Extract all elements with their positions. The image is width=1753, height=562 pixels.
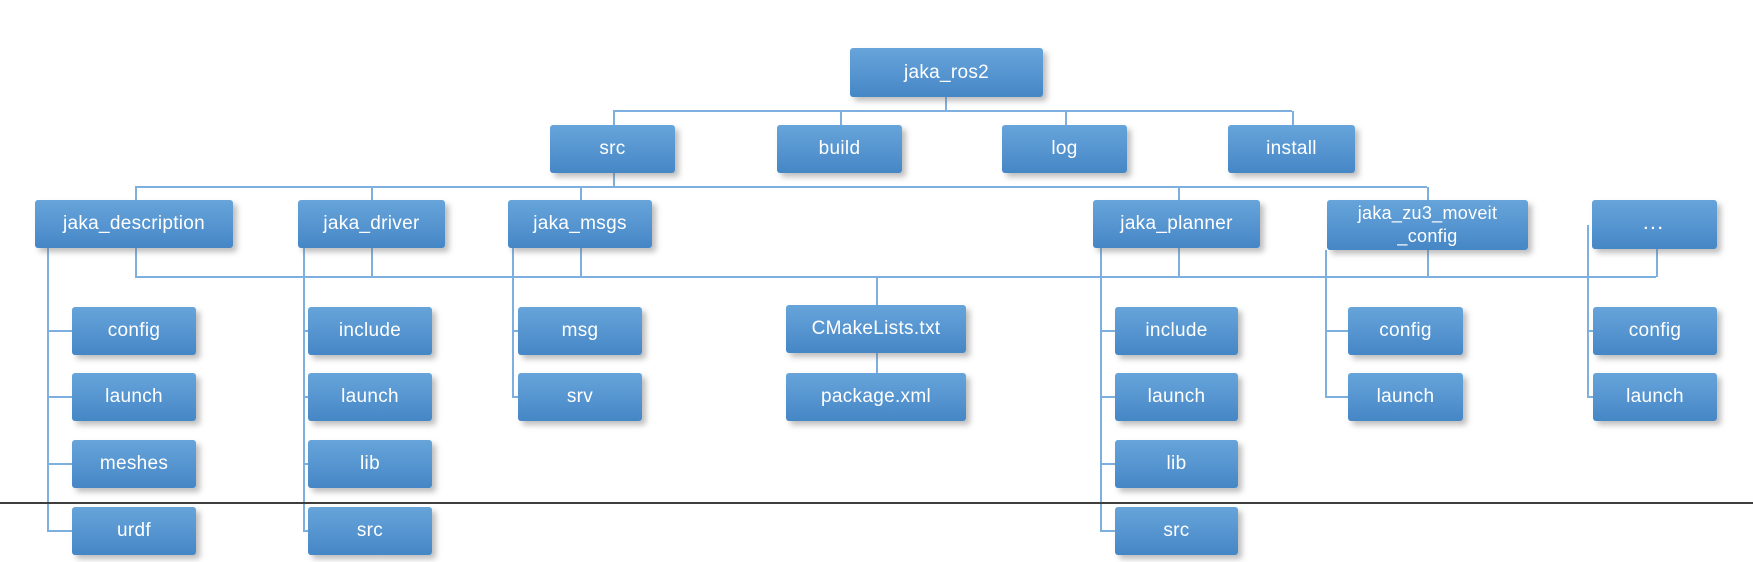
node-jaka-driver: jaka_driver — [298, 200, 445, 248]
connector — [1325, 250, 1327, 397]
node-cmakelists-txt: CMakeLists.txt — [786, 305, 966, 353]
node-msgs-srv: srv — [518, 373, 642, 421]
connector — [840, 111, 842, 125]
node-planner-include: include — [1115, 307, 1238, 355]
node-driver-launch: launch — [308, 373, 432, 421]
connector — [1587, 396, 1594, 398]
connector — [1587, 330, 1594, 332]
node-zu3-config: config — [1348, 307, 1463, 355]
connector — [580, 187, 582, 200]
connector — [613, 110, 1292, 112]
node-label-line: _config — [1397, 226, 1458, 246]
node-planner-launch: launch — [1115, 373, 1238, 421]
node-description-launch: launch — [72, 373, 196, 421]
connector — [303, 396, 309, 398]
connector — [1427, 250, 1429, 277]
connector — [1065, 111, 1067, 125]
connector — [135, 248, 137, 277]
connector — [135, 187, 137, 200]
connector — [303, 330, 309, 332]
connector — [303, 463, 309, 465]
connector — [47, 396, 72, 398]
connector — [580, 248, 582, 277]
node-description-meshes: meshes — [72, 440, 196, 488]
connector — [613, 173, 615, 187]
connector — [1100, 530, 1116, 532]
connector — [1325, 396, 1349, 398]
connector — [303, 248, 305, 531]
node-jaka-msgs: jaka_msgs — [508, 200, 652, 248]
connector — [47, 463, 72, 465]
node-description-urdf: urdf — [72, 507, 196, 555]
node-package-xml: package.xml — [786, 373, 966, 421]
connector — [1427, 187, 1429, 200]
connector — [876, 277, 878, 305]
node-driver-include: include — [308, 307, 432, 355]
node-zu3-launch: launch — [1348, 373, 1463, 421]
connector — [371, 187, 373, 200]
node-driver-src: src — [308, 507, 432, 555]
node-build: build — [777, 125, 902, 173]
connector — [47, 530, 72, 532]
connector — [1178, 187, 1180, 200]
node-jaka-zu3-moveit-config: jaka_zu3_moveit _config — [1327, 200, 1528, 250]
connector — [876, 353, 878, 373]
connector — [303, 530, 309, 532]
connector — [47, 248, 49, 531]
node-install: install — [1228, 125, 1355, 173]
node-planner-src: src — [1115, 507, 1238, 555]
connector — [371, 248, 373, 277]
connector — [945, 97, 947, 111]
connector — [1100, 248, 1102, 531]
node-src: src — [550, 125, 675, 173]
node-description-config: config — [72, 307, 196, 355]
connector — [512, 396, 519, 398]
node-log: log — [1002, 125, 1127, 173]
connector — [1100, 396, 1116, 398]
connector — [135, 276, 1656, 278]
node-ellipsis-config: config — [1593, 307, 1717, 355]
connector — [1178, 248, 1180, 277]
connector — [135, 186, 1427, 188]
connector — [47, 330, 72, 332]
node-jaka-planner: jaka_planner — [1093, 200, 1260, 248]
connector — [512, 248, 514, 397]
node-msgs-msg: msg — [518, 307, 642, 355]
connector — [1100, 330, 1116, 332]
connector — [1656, 249, 1658, 277]
node-jaka-description: jaka_description — [35, 200, 233, 248]
node-jaka-ros2: jaka_ros2 — [850, 48, 1043, 97]
node-ellipsis-launch: launch — [1593, 373, 1717, 421]
connector — [512, 330, 519, 332]
node-label-line: jaka_zu3_moveit — [1357, 203, 1498, 223]
node-driver-lib: lib — [308, 440, 432, 488]
connector — [1100, 463, 1116, 465]
node-planner-lib: lib — [1115, 440, 1238, 488]
connector — [1587, 225, 1589, 397]
bottom-rule — [0, 502, 1753, 504]
connector — [1292, 111, 1294, 125]
connector — [1325, 330, 1349, 332]
connector — [613, 111, 615, 125]
node-ellipsis-package: ... — [1592, 200, 1717, 249]
